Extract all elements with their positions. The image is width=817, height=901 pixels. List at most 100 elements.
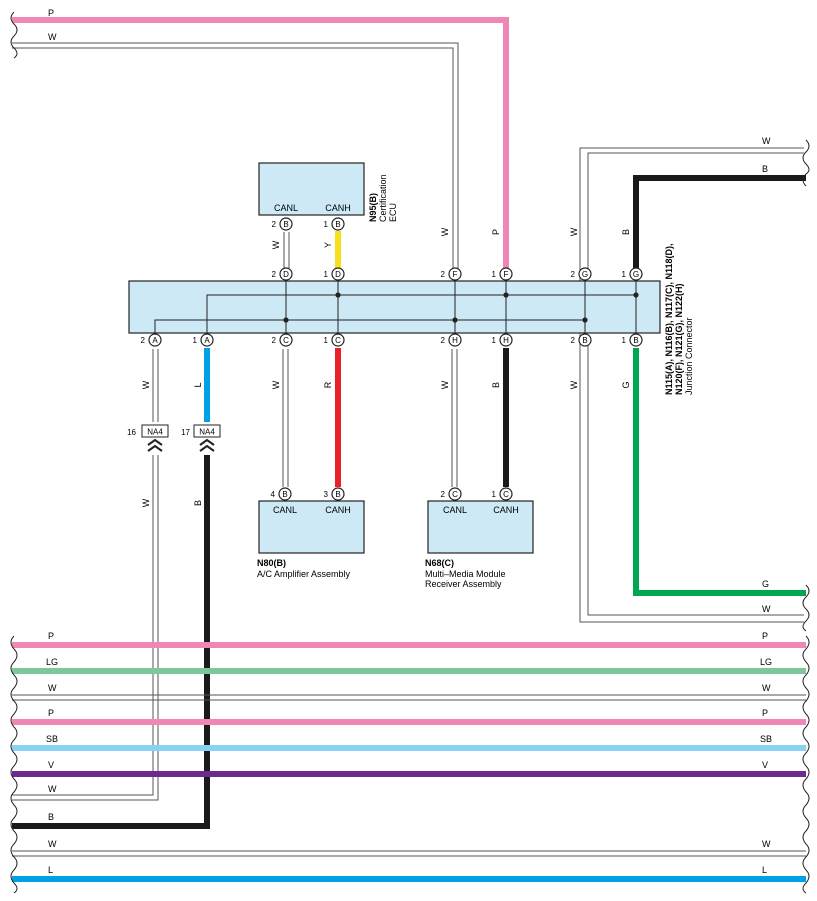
break-marks	[10, 11, 810, 894]
mm-canl-label: CANL	[443, 505, 467, 515]
junction-bottom-pin-5: H 2	[441, 333, 462, 347]
svg-text:1: 1	[622, 270, 627, 279]
bus-left-label-9: W	[48, 839, 57, 849]
mm-canh-label: CANH	[493, 505, 519, 515]
bus-left-label-5: SB	[46, 734, 58, 744]
label-bot-w3: W	[440, 380, 450, 389]
label-low-w: W	[141, 498, 151, 507]
na4-17-label: NA4	[199, 428, 215, 437]
junction-bottom-pin-3: C 2	[272, 333, 293, 347]
label-top-p: P	[48, 8, 54, 18]
bus-right-label-2: LG	[760, 657, 772, 667]
label-right-w-top: W	[762, 136, 771, 146]
mm-code: N68(C)	[425, 558, 454, 568]
junction-dots	[283, 292, 639, 323]
ecu-name: N95(B) Certification ECU	[368, 174, 398, 222]
junction-top-pin-3: F 2	[441, 267, 462, 281]
label-top-w-vert: W	[440, 227, 450, 236]
amp-canh-label: CANH	[325, 505, 351, 515]
svg-text:B: B	[633, 336, 638, 345]
bus-right-label-4: P	[762, 708, 768, 718]
mm-name-line1: Multi–Media Module	[425, 569, 506, 579]
junction-code-line2: N120(F), N121(G), N122(H)	[674, 283, 684, 395]
label-right-w-vert: W	[569, 227, 579, 236]
junction-top-pin-6: G 1	[622, 267, 643, 281]
wire-layer	[12, 17, 806, 882]
na4-16-label: NA4	[147, 428, 163, 437]
ecu-pin-canh: B 1	[324, 217, 345, 231]
label-top-p-vert: P	[491, 229, 501, 235]
amp-pin-canl: B 4	[271, 487, 292, 501]
na4-17-arrow-icon	[199, 438, 215, 452]
ecu-name-line1: Certification	[378, 174, 388, 222]
bus-left-label-3: W	[48, 683, 57, 693]
svg-text:1: 1	[324, 336, 329, 345]
bus-right-label-3: W	[762, 683, 771, 693]
bus-w1	[12, 694, 806, 701]
bus-left-label-2: LG	[46, 657, 58, 667]
pin-markers: B 2 B 1 D 2 D 1 F 2 F 1	[141, 217, 643, 501]
svg-text:A: A	[204, 336, 210, 345]
junction-bottom-pin-8: B 1	[622, 333, 643, 347]
svg-text:B: B	[582, 336, 587, 345]
mm-pin-canh: C 1	[492, 487, 513, 501]
amp-code: N80(B)	[257, 558, 286, 568]
label-bot-w1: W	[141, 380, 151, 389]
label-low-b: B	[193, 500, 203, 506]
junction-code-line1: N115(A), N116(B), N117(C), N118(D),	[664, 243, 674, 395]
mm-name-line2: Receiver Assembly	[425, 579, 502, 589]
junction-internal-lines	[154, 281, 637, 333]
junction-bottom-pin-2: A 1	[193, 333, 214, 347]
svg-text:C: C	[335, 336, 341, 345]
wire-bot-w3	[451, 349, 458, 487]
svg-text:2: 2	[571, 336, 576, 345]
bus-left-label-1: P	[48, 631, 54, 641]
certification-ecu-box	[258, 162, 365, 216]
bus-right-label-5: SB	[760, 734, 772, 744]
ecu-pin-canl: B 2	[272, 217, 293, 231]
junction-top-pin-1: D 2	[272, 267, 293, 281]
svg-text:G: G	[633, 270, 639, 279]
bus-left-label-7: W	[48, 784, 57, 794]
label-bot-l: L	[193, 382, 203, 387]
bus-left-label-10: L	[48, 865, 53, 875]
bus-left-label-8: B	[48, 812, 54, 822]
wire-low-w	[12, 455, 159, 801]
wire-top-p	[12, 17, 509, 272]
junction-bottom-pin-7: B 2	[571, 333, 592, 347]
svg-text:1: 1	[324, 220, 329, 229]
ecu-canl-label: CANL	[274, 203, 298, 213]
label-right-b: B	[762, 164, 768, 174]
label-right-w-bottom: W	[762, 604, 771, 614]
junction-bottom-pin-1: A 2	[141, 333, 162, 347]
svg-text:B: B	[335, 490, 340, 499]
svg-text:2: 2	[272, 270, 277, 279]
wire-labels: P W W B G W P LG W P SB V W B W L P LG W…	[46, 8, 772, 875]
junction-connector-box	[128, 280, 661, 334]
svg-text:2: 2	[272, 336, 277, 345]
svg-text:C: C	[452, 490, 458, 499]
junction-top-pin-2: D 1	[324, 267, 345, 281]
label-bot-w2: W	[271, 380, 281, 389]
svg-text:B: B	[282, 490, 287, 499]
label-top-w: W	[48, 32, 57, 42]
junction-bottom-pin-6: H 1	[492, 333, 513, 347]
label-right-b-vert: B	[621, 229, 631, 235]
amp-canl-label: CANL	[273, 505, 297, 515]
svg-text:D: D	[283, 270, 289, 279]
svg-text:1: 1	[492, 270, 497, 279]
svg-text:G: G	[582, 270, 588, 279]
junction-bottom-pin-4: C 1	[324, 333, 345, 347]
svg-text:4: 4	[271, 490, 276, 499]
svg-text:1: 1	[492, 336, 497, 345]
svg-text:H: H	[452, 336, 458, 345]
svg-text:H: H	[503, 336, 509, 345]
wire-right-w	[579, 147, 804, 623]
wire-low-b	[12, 455, 210, 829]
svg-text:1: 1	[324, 270, 329, 279]
label-bot-w4: W	[569, 380, 579, 389]
svg-text:1: 1	[622, 336, 627, 345]
svg-text:2: 2	[441, 270, 446, 279]
ecu-code: N95(B)	[368, 193, 378, 222]
